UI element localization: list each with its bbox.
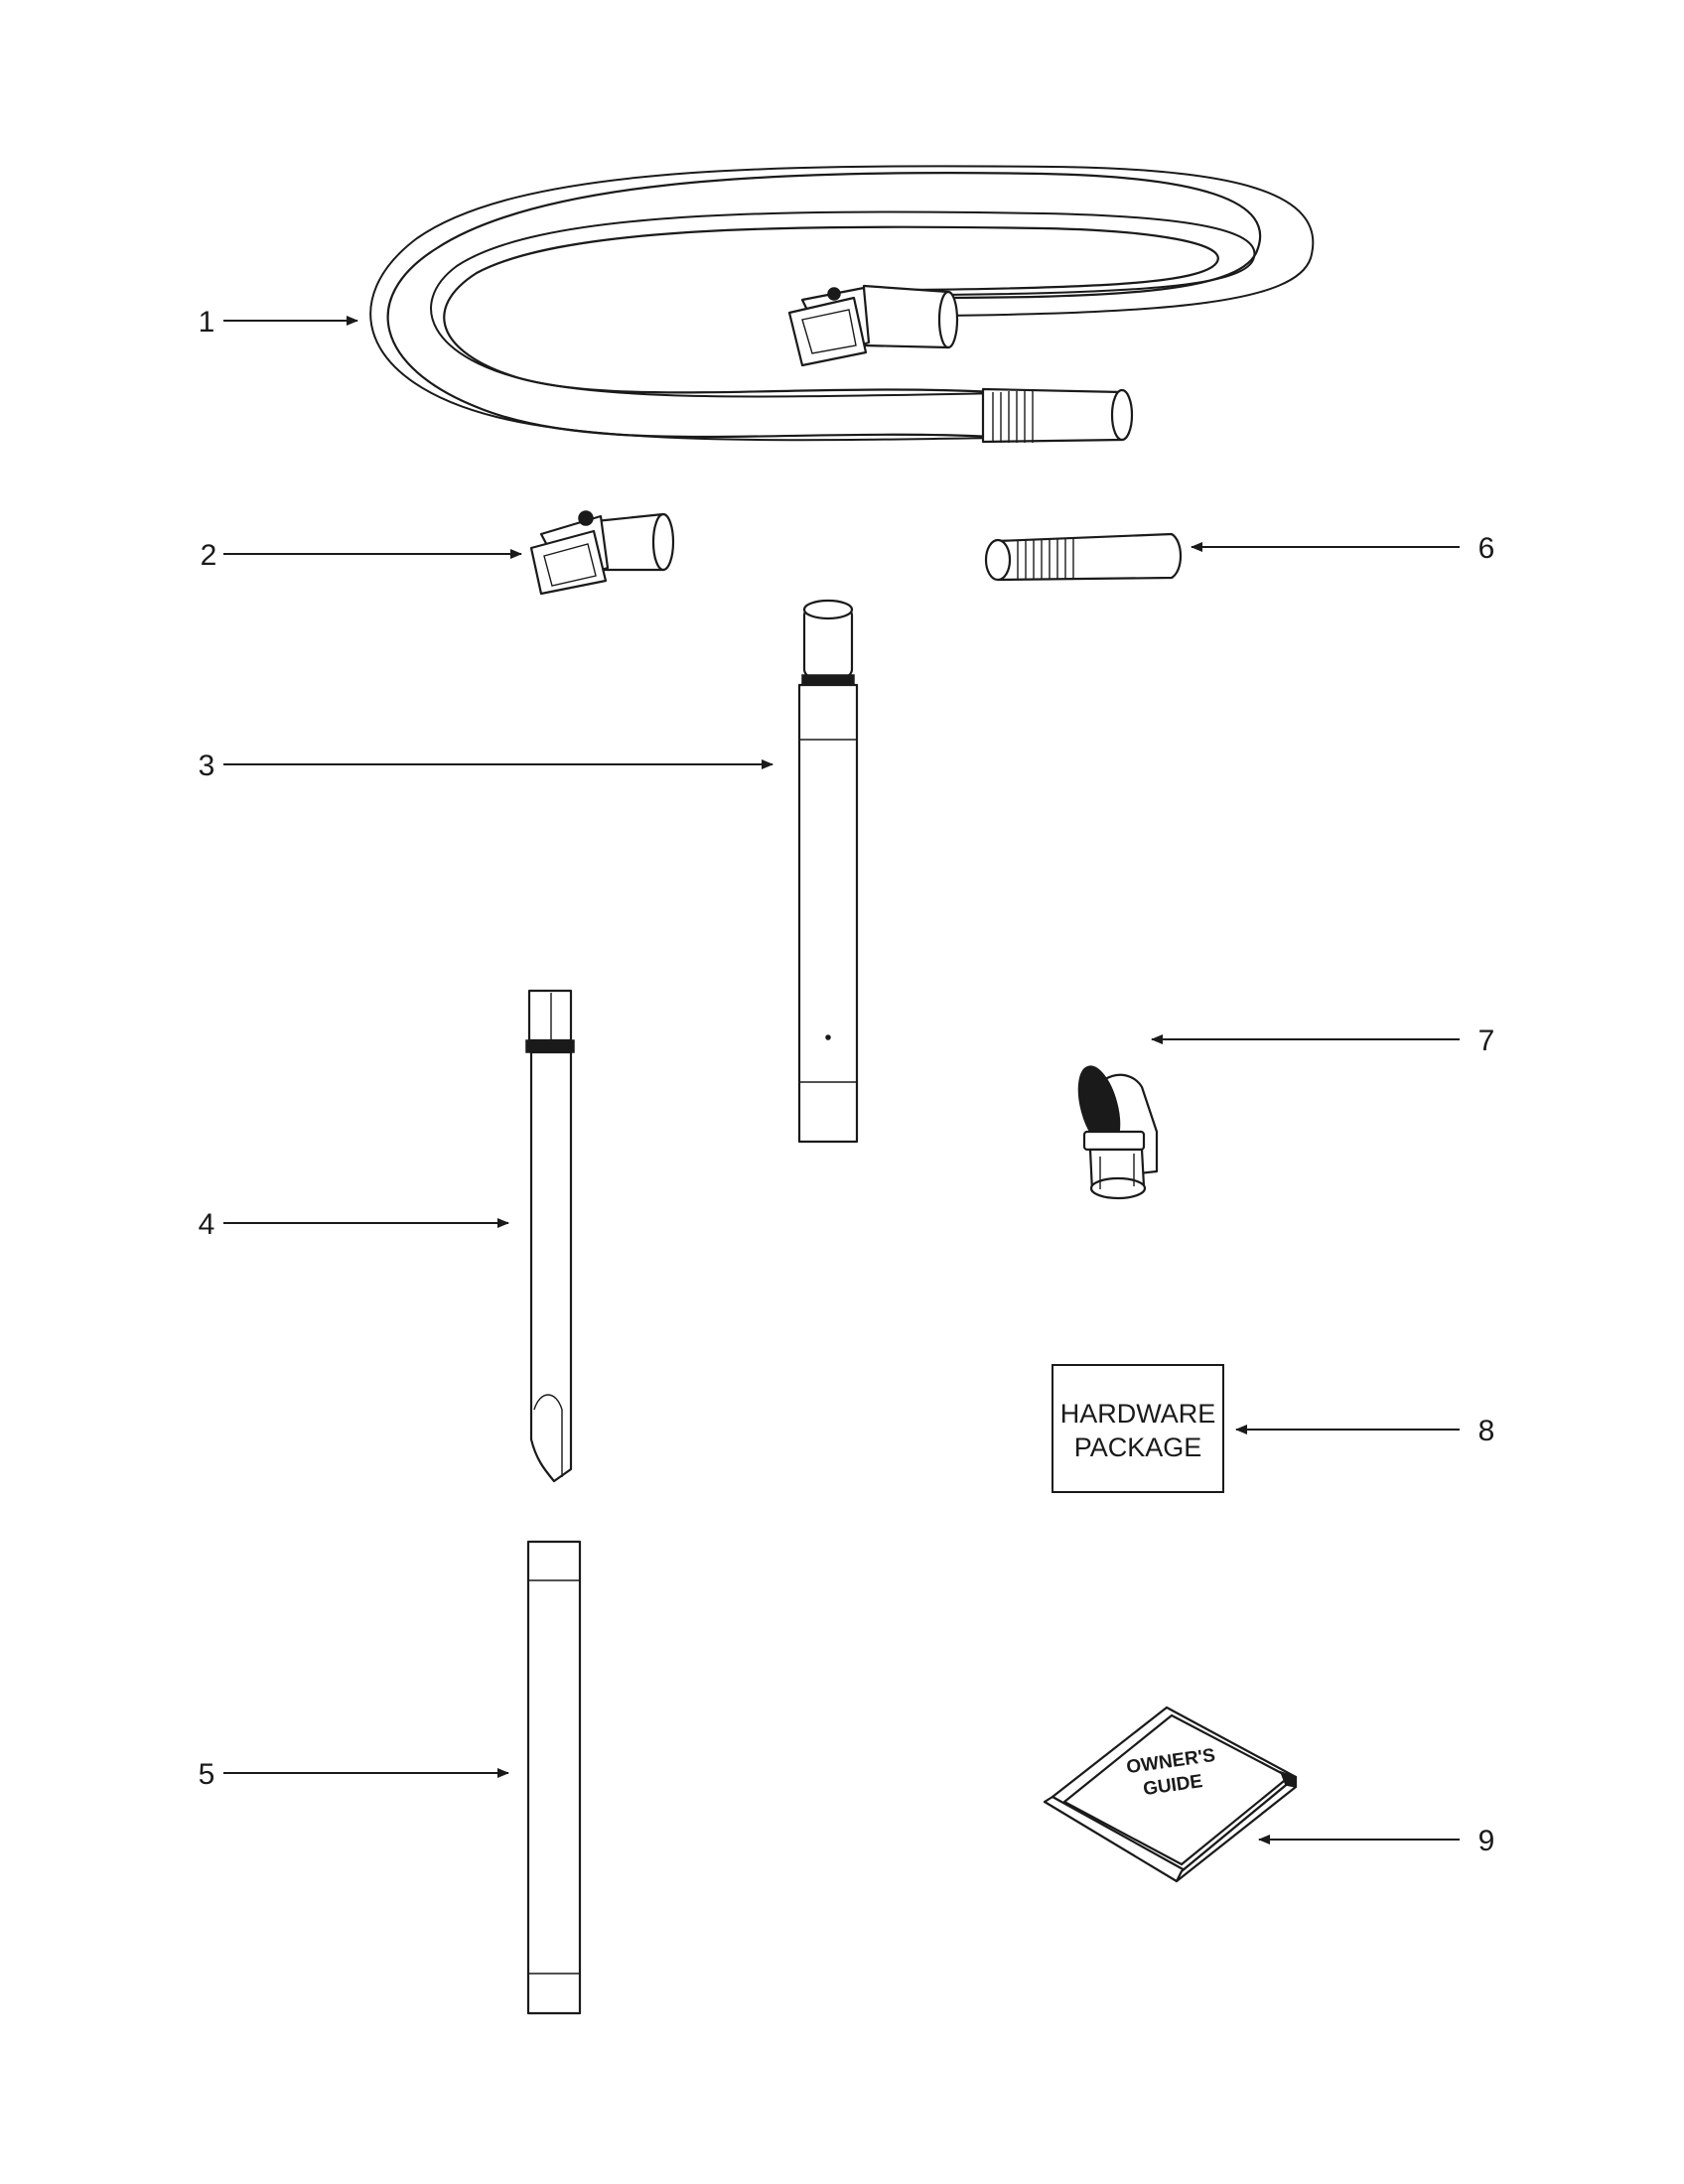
callout-numbers: 1 2 3 4 5 6 7 8 9: [199, 306, 1495, 1857]
crevice-tool-part: [525, 989, 575, 1483]
hose-cuff-part: [984, 532, 1183, 582]
callout-number-3: 3: [199, 750, 215, 782]
hardware-package-line1: HARDWARE: [1060, 1399, 1216, 1429]
callout-number-8: 8: [1478, 1415, 1495, 1447]
callout-number-7: 7: [1478, 1024, 1495, 1057]
callout-number-9: 9: [1478, 1825, 1495, 1857]
callout-number-4: 4: [199, 1208, 215, 1241]
hose-cuff-end: [981, 387, 1134, 444]
owners-guide-part: OWNER'S GUIDE: [1043, 1706, 1298, 1883]
leader-lines: [223, 316, 1460, 1844]
hardware-package-part: HARDWARE PACKAGE: [1052, 1364, 1224, 1493]
callout-number-2: 2: [201, 539, 217, 572]
callout-number-5: 5: [199, 1758, 215, 1791]
hardware-package-line2: PACKAGE: [1074, 1433, 1202, 1462]
dusting-brush-part: [1077, 1065, 1159, 1200]
lower-wand-part: [526, 1540, 582, 2015]
upper-wand-part: [797, 599, 859, 1144]
callout-number-1: 1: [199, 306, 215, 339]
callout-number-6: 6: [1478, 532, 1495, 565]
hose-handle-part: [529, 510, 675, 596]
hose-handle-attached: [787, 284, 959, 367]
